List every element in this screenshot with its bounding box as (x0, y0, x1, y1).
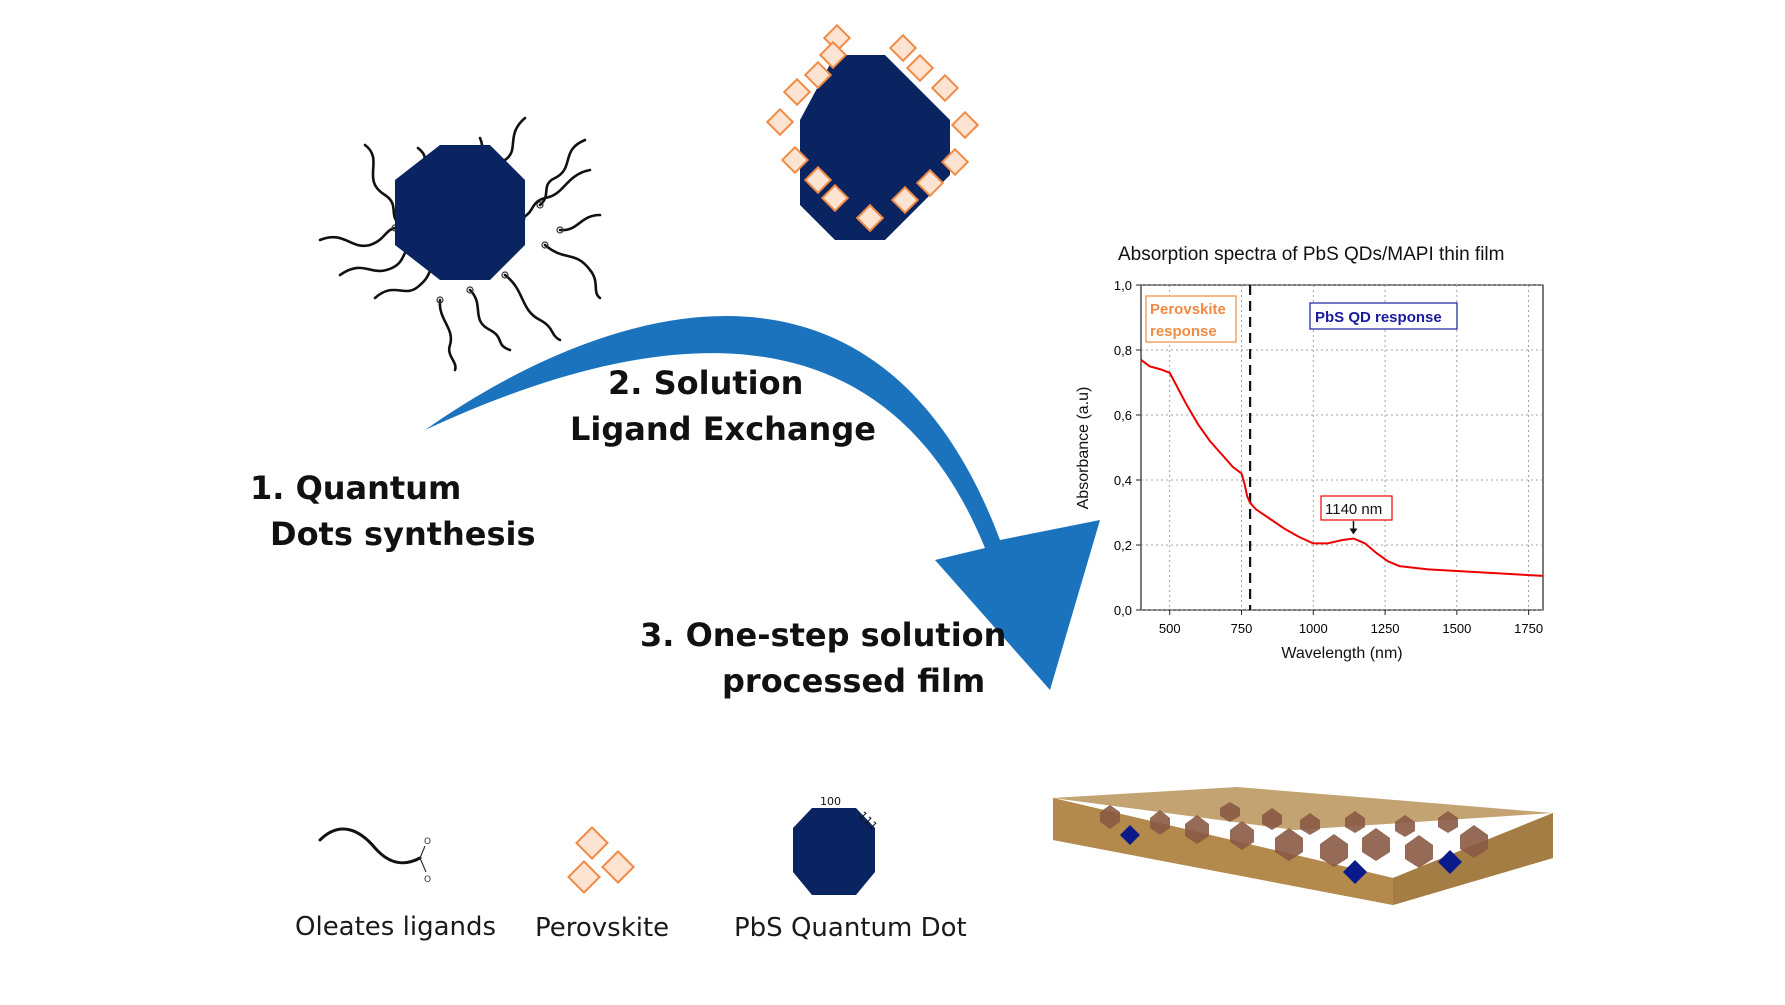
y-tick-label: 0,8 (1114, 343, 1132, 358)
embedded-qds (1120, 825, 1462, 884)
step-2-label: 2. Solution Ligand Exchange (570, 360, 876, 452)
y-tick-label: 0,6 (1114, 408, 1132, 423)
y-ticks: 0,0 0,2 0,4 0,6 0,8 1,0 (1114, 278, 1141, 618)
y-tick-label: 0,0 (1114, 603, 1132, 618)
x-tick-label: 1000 (1299, 621, 1328, 636)
peak-annotation-label: 1140 nm (1325, 501, 1382, 518)
x-tick-label: 1750 (1514, 621, 1543, 636)
film-front-face (1053, 798, 1393, 905)
legend-perovskite-icon (567, 826, 635, 894)
step-3-line-1: 3. One-step solution (640, 616, 1007, 654)
film-slab (1053, 787, 1553, 905)
step-2-line-2: Ligand Exchange (570, 410, 876, 448)
peak-arrow-head (1349, 528, 1358, 535)
perovskite-response-label-1: Perovskite (1150, 301, 1226, 318)
legend-ligand-label: Oleates ligands (295, 912, 497, 942)
y-tick-label: 0,2 (1114, 538, 1132, 553)
legend-qd-icon: 100 111 (793, 795, 880, 895)
absorption-chart: 0,0 0,2 0,4 0,6 0,8 1,0 500 750 1000 1250 1500 175… (1075, 278, 1544, 662)
qd-with-ligands (318, 116, 602, 372)
embedded-grains (1100, 802, 1488, 868)
y-tick-label: 0,4 (1114, 473, 1132, 488)
facet-100-label: 100 (820, 795, 841, 808)
legend-qd-label: PbS Quantum Dot (734, 913, 967, 943)
x-tick-label: 1250 (1371, 621, 1400, 636)
grid-lines (1141, 284, 1543, 611)
chart-title: Absorption spectra of PbS QDs/MAPI thin … (1118, 244, 1505, 265)
x-axis-label: Wavelength (nm) (1281, 645, 1402, 662)
step-2-line-1: 2. Solution (608, 364, 804, 402)
y-axis-label: Absorbance (a.u) (1075, 387, 1092, 510)
qd-with-perovskite (765, 23, 980, 240)
x-tick-label: 750 (1231, 621, 1253, 636)
process-arrow (425, 316, 1100, 690)
x-tick-label: 500 (1159, 621, 1181, 636)
step-1-label: 1. Quantum Dots synthesis (250, 465, 536, 557)
qd-octagon (395, 145, 525, 280)
x-tick-label: 1500 (1442, 621, 1471, 636)
perovskite-response-label-2: response (1150, 323, 1217, 340)
peak-annotation-box (1320, 495, 1393, 521)
svg-text:O: O (424, 875, 431, 885)
film-top (1053, 787, 1553, 830)
perovskite-response-box (1145, 295, 1237, 343)
x-ticks: 500 750 1000 1250 1500 1750 (1159, 610, 1543, 636)
pbs-response-box (1309, 302, 1458, 330)
y-tick-label: 1,0 (1114, 278, 1132, 293)
legend-perovskite-label: Perovskite (535, 913, 670, 943)
svg-text:O: O (424, 837, 431, 847)
film-side-face (1393, 813, 1553, 905)
step-1-line-2: Dots synthesis (270, 515, 536, 553)
ligand-group (318, 116, 602, 372)
step-3-label: 3. One-step solution processed film (640, 612, 1006, 704)
legend-ligand-icon: O O (318, 827, 431, 885)
pbs-response-label: PbS QD response (1315, 309, 1442, 326)
absorption-curve (1140, 359, 1544, 577)
step-3-line-2: processed film (722, 662, 986, 700)
perovskite-cubes (765, 23, 980, 233)
step-1-line-1: 1. Quantum (250, 469, 462, 507)
